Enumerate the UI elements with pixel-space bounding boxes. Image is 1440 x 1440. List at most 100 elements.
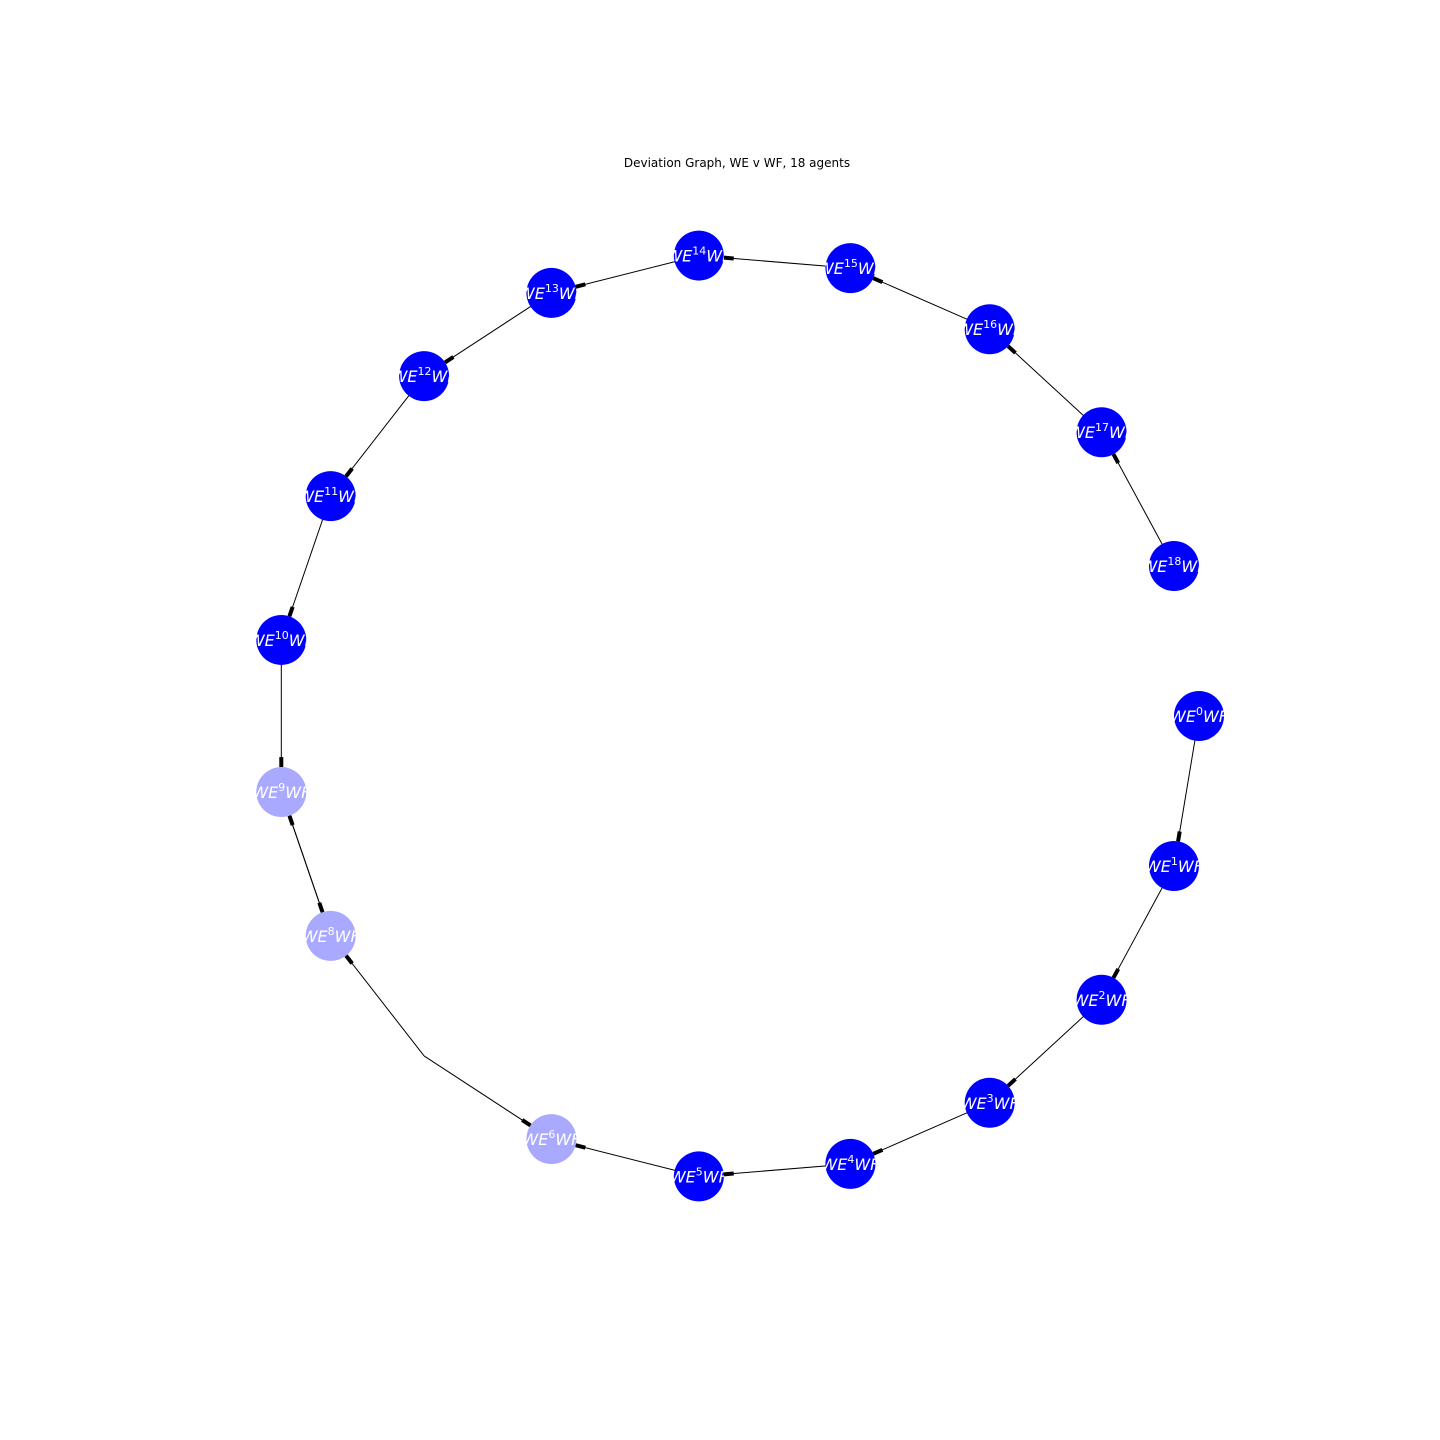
node-label: WE2WF xyxy=(1073,989,1132,1010)
edge-arrowhead-11-to-10 xyxy=(287,606,295,617)
node-label-tail: WF xyxy=(858,259,884,278)
node-label-index: 4 xyxy=(847,1153,854,1166)
node-label-base: WE xyxy=(252,783,279,802)
edge-arrowhead-7-to-6 xyxy=(521,1118,532,1128)
edge-arrowhead-4-to-5 xyxy=(723,1171,734,1177)
edge-arrowhead-0-to-1 xyxy=(1176,831,1182,842)
node-circle xyxy=(825,243,876,294)
node-label-tail: WF xyxy=(1109,423,1135,442)
node-label: WE6WF xyxy=(522,1128,581,1149)
node-label-tail: WF xyxy=(559,284,585,303)
node-label: WE9WF xyxy=(252,781,311,802)
node-label-index: 15 xyxy=(844,257,858,270)
node-label: WE5WF xyxy=(670,1165,729,1186)
node-label-tail: WF xyxy=(335,927,361,946)
node-label-base: WE xyxy=(666,247,693,266)
edge-arrowhead-9-to-8 xyxy=(317,902,325,913)
node-label-index: 5 xyxy=(696,1165,703,1178)
node-label-base: WE xyxy=(1170,707,1197,726)
node-circle xyxy=(256,767,307,818)
node-circle xyxy=(673,1151,724,1202)
node-label: WE1WF xyxy=(1145,855,1204,876)
node-label-tail: WF xyxy=(1203,707,1229,726)
node-label-index: 14 xyxy=(692,245,706,258)
graph-node-18: WE18WF xyxy=(1141,540,1207,591)
node-circle xyxy=(825,1138,876,1189)
node-label: WE0WF xyxy=(1170,705,1229,726)
edge-arrowhead-2-to-3 xyxy=(1006,1077,1017,1088)
graph-node-17: WE17WF xyxy=(1069,407,1135,458)
node-circle xyxy=(399,351,450,402)
node-circle xyxy=(1174,691,1224,741)
edge-arrowhead-5-to-6 xyxy=(575,1143,586,1150)
node-label: WE8WF xyxy=(302,925,361,946)
edge-arrowhead-13-to-12 xyxy=(443,355,455,365)
node-label: WE13WF xyxy=(519,282,585,303)
node-label-tail: WF xyxy=(706,247,732,266)
node-label: WE17WF xyxy=(1069,421,1135,442)
node-label: WE14WF xyxy=(666,245,732,266)
node-label-index: 1 xyxy=(1171,855,1178,868)
node-label-base: WE xyxy=(670,1167,697,1186)
node-label-base: WE xyxy=(1145,857,1172,876)
node-label-tail: WF xyxy=(1106,991,1132,1010)
node-label-base: WE xyxy=(519,284,546,303)
node-circle xyxy=(305,471,356,522)
node-label-tail: WF xyxy=(555,1130,581,1149)
node-label-index: 13 xyxy=(545,282,559,295)
graph-node-13: WE13WF xyxy=(519,267,585,318)
node-label-base: WE xyxy=(302,927,329,946)
node-label-tail: WF xyxy=(703,1167,729,1186)
node-label-tail: WF xyxy=(1178,857,1204,876)
node-label: WE18WF xyxy=(1141,555,1207,576)
node-label-tail: WF xyxy=(854,1155,880,1174)
node-label-index: 16 xyxy=(983,318,997,331)
node-label-index: 18 xyxy=(1167,555,1181,568)
graph-node-15: WE15WF xyxy=(818,243,884,294)
node-label-index: 0 xyxy=(1196,705,1203,718)
graph-node-12: WE12WF xyxy=(399,351,458,402)
node-circle xyxy=(673,230,724,281)
graph-node-6: WE6WF xyxy=(522,1114,581,1165)
edge-arrowhead-17-to-16 xyxy=(1006,344,1017,355)
edge-arrowhead-1-to-2 xyxy=(1111,968,1121,979)
node-label-tail: WF xyxy=(338,487,364,506)
graph-node-1: WE1WF xyxy=(1145,841,1204,892)
graph-node-9: WE9WF xyxy=(252,767,311,818)
graph-node-2: WE2WF xyxy=(1073,974,1132,1025)
node-circle xyxy=(1076,974,1127,1025)
node-label-base: WE xyxy=(957,320,984,339)
node-label-index: 3 xyxy=(987,1092,994,1105)
graph-node-10: WE10WF xyxy=(256,614,315,665)
node-label: WE15WF xyxy=(818,257,884,278)
node-circle xyxy=(305,910,356,961)
edges-layer xyxy=(279,255,1200,1177)
node-label-tail: WF xyxy=(289,631,315,650)
node-label-index: 11 xyxy=(324,485,338,498)
node-label: WE4WF xyxy=(821,1153,880,1174)
node-circle xyxy=(526,267,577,318)
node-circle xyxy=(1148,540,1199,591)
node-label-tail: WF xyxy=(285,783,311,802)
graph-node-3: WE3WF xyxy=(961,1077,1020,1128)
node-label-base: WE xyxy=(1073,991,1100,1010)
edge-arrowhead-18-to-17 xyxy=(1111,453,1121,464)
node-circle xyxy=(1076,407,1127,458)
node-circle xyxy=(1148,841,1199,892)
node-circle xyxy=(256,614,307,665)
node-label: WE3WF xyxy=(961,1092,1020,1113)
graph-node-8: WE8WF xyxy=(302,910,361,961)
nodes-layer: WE0WFWE1WFWE2WFWE3WFWE4WFWE5WFWE6WFWE8WF… xyxy=(252,230,1229,1202)
edge-arrowhead-15-to-14 xyxy=(723,255,734,261)
node-circle xyxy=(526,1114,577,1165)
node-label-base: WE xyxy=(821,1155,848,1174)
node-label-tail: WF xyxy=(432,367,458,386)
edge-arrowhead-14-to-13 xyxy=(575,282,586,289)
node-label-index: 6 xyxy=(548,1128,555,1141)
graph-node-4: WE4WF xyxy=(821,1138,880,1189)
node-circle xyxy=(964,1077,1015,1128)
node-label-index: 17 xyxy=(1095,421,1109,434)
node-label-index: 12 xyxy=(418,365,432,378)
graph-node-5: WE5WF xyxy=(670,1151,729,1202)
